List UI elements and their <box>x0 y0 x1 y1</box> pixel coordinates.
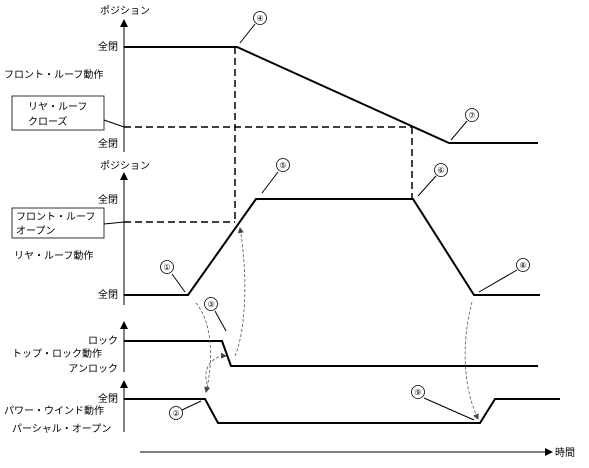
svg-text:②: ② <box>172 409 179 418</box>
time-axis-label: 時間 <box>555 447 575 459</box>
power-window-partial-open-label: パーシャル・オープン <box>12 423 111 435</box>
top-lock-panel: ロック トップ・ロック動作 アンロック <box>12 321 538 375</box>
marker-9: ⑨ <box>411 385 475 421</box>
rear-roof-level-top-label: 全閉 <box>98 193 118 206</box>
rear-roof-level-bottom-label: 全閉 <box>98 288 118 301</box>
rear-roof-close-label-line1: リヤ・ルーフ <box>28 102 87 113</box>
rear-roof-operation-label: リヤ・ルーフ動作 <box>14 249 93 262</box>
power-window-level-top-label: 全閉 <box>98 392 118 405</box>
svg-text:⑦: ⑦ <box>468 111 475 120</box>
rear-roof-position-trace <box>124 198 540 296</box>
power-window-trace <box>124 398 560 424</box>
svg-text:①: ① <box>163 263 170 272</box>
svg-text:⑧: ⑧ <box>519 261 526 270</box>
marker-6: ⑥ <box>417 163 448 197</box>
front-roof-open-label-line2: オープン <box>16 225 55 237</box>
marker-8: ⑧ <box>478 258 530 293</box>
arrow-rear-end-to-window <box>464 301 479 420</box>
rear-roof-axis-label: ポジション <box>100 160 150 172</box>
power-window-operation-label: パワー・ウインド動作 <box>4 404 104 417</box>
marker-4: ④ <box>239 11 267 44</box>
front-roof-open-pointer <box>103 221 125 225</box>
front-roof-position-trace <box>124 46 538 144</box>
marker-3: ③ <box>204 297 227 332</box>
rear-roof-panel: ポジション 全閉 フロント・ルーフ オープン リヤ・ルーフ動作 全閉 <box>11 160 540 305</box>
front-roof-operation-label: フロント・ルーフ動作 <box>4 68 103 81</box>
svg-text:③: ③ <box>207 300 214 309</box>
marker-1: ① <box>160 260 186 293</box>
marker-7: ⑦ <box>450 108 479 141</box>
front-roof-open-label-line1: フロント・ルーフ <box>16 212 95 223</box>
marker-5: ⑤ <box>261 158 290 194</box>
marker-2: ② <box>169 400 202 420</box>
rear-roof-close-box <box>11 95 105 131</box>
svg-text:⑤: ⑤ <box>279 161 286 170</box>
front-roof-axis-label: ポジション <box>100 5 150 17</box>
svg-text:④: ④ <box>256 14 263 23</box>
front-roof-panel: ポジション 全閉 フロント・ルーフ動作 リヤ・ルーフ クローズ 全閉 <box>4 5 538 152</box>
arrow-window-to-lock <box>205 352 227 390</box>
rear-roof-close-pointer <box>103 119 125 128</box>
arrow-lock-to-front-roof <box>234 227 246 357</box>
front-roof-open-box <box>11 207 105 239</box>
front-roof-level-top-label: 全閉 <box>98 40 118 53</box>
rear-roof-close-label-line2: クローズ <box>28 115 68 128</box>
sequence-arrows <box>195 227 479 420</box>
top-lock-unlock-label: アンロック <box>68 363 118 375</box>
top-lock-operation-label: トップ・ロック動作 <box>12 347 102 360</box>
top-lock-trace <box>124 340 538 367</box>
arrow-rear-start-to-window <box>195 302 211 393</box>
power-window-panel: 全閉 パワー・ウインド動作 パーシャル・オープン <box>4 380 560 435</box>
front-roof-level-bottom-label: 全閉 <box>98 137 118 150</box>
svg-text:⑨: ⑨ <box>414 388 421 397</box>
top-lock-lock-label: ロック <box>88 335 118 347</box>
svg-text:⑥: ⑥ <box>437 166 444 175</box>
